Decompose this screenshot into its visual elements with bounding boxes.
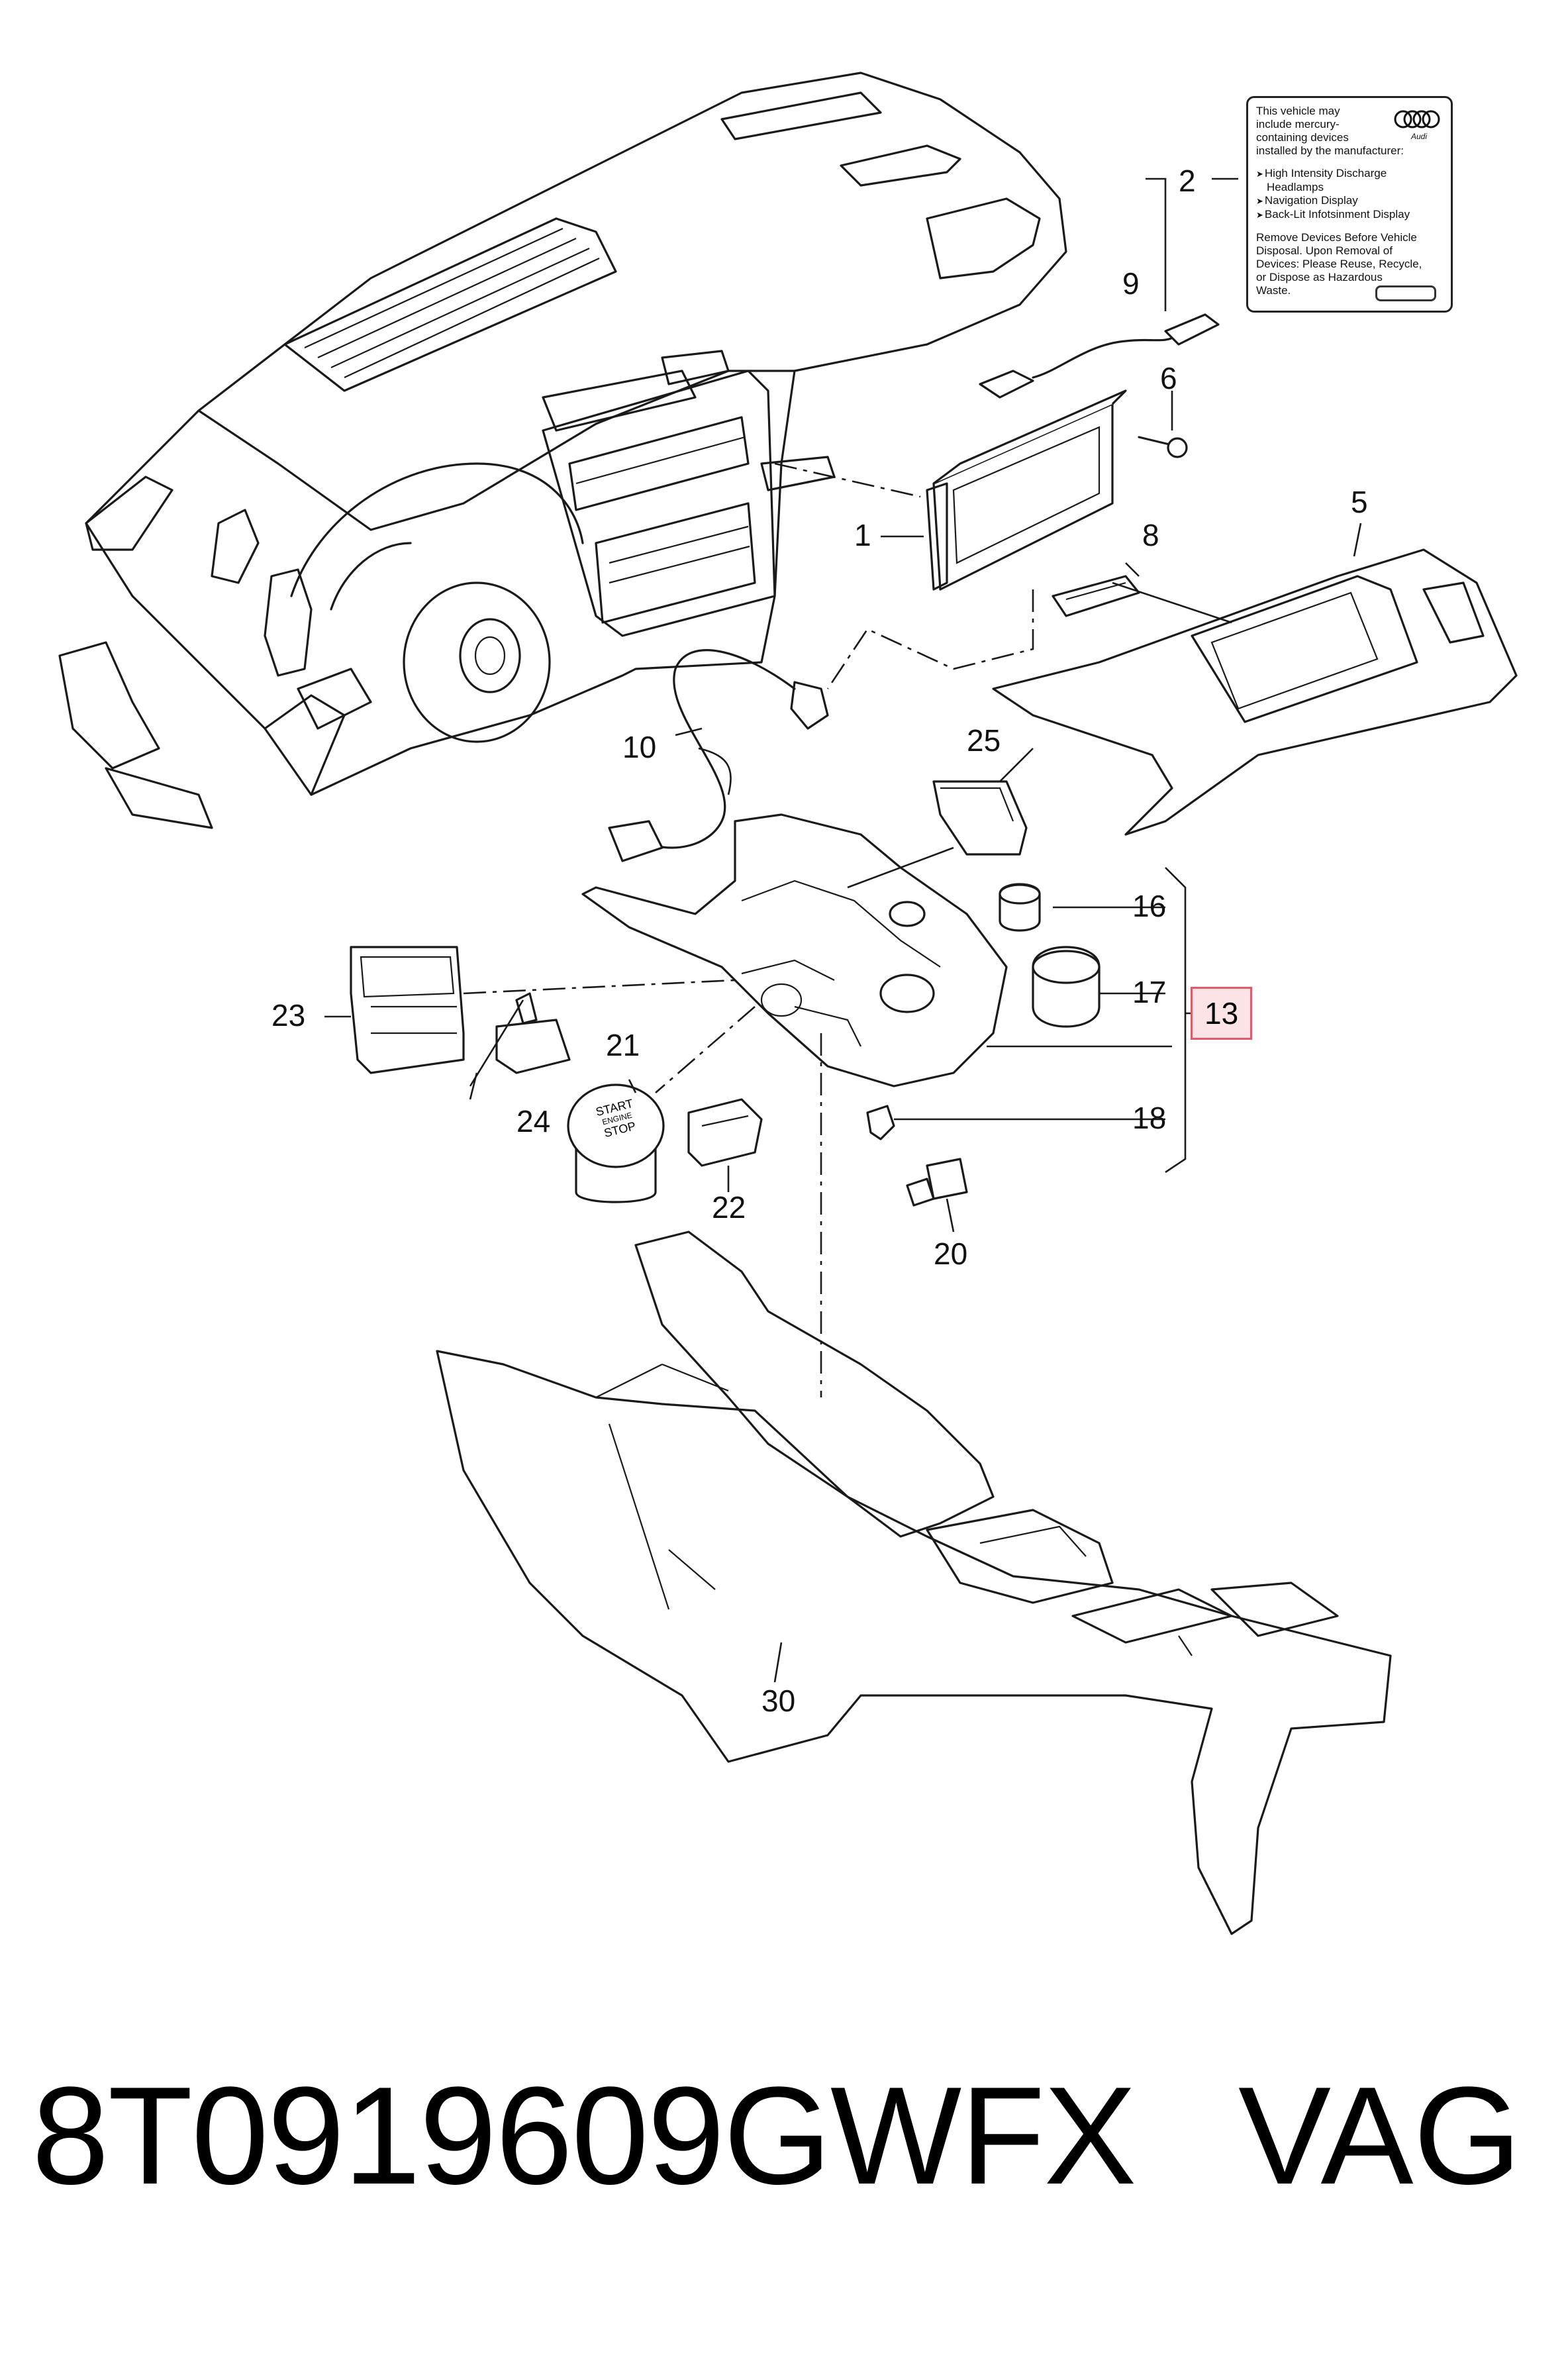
part-20-connector <box>906 1158 968 1207</box>
callout-2: 2 <box>1179 164 1196 198</box>
callout-23: 23 <box>271 998 306 1032</box>
callout-21: 21 <box>606 1028 640 1062</box>
label-note-4: or Dispose as Hazardous <box>1256 271 1383 283</box>
callout-10: 10 <box>622 730 657 764</box>
label-line-4: installed by the manufacturer: <box>1256 144 1404 157</box>
label-note-5: Waste. <box>1256 284 1291 297</box>
dashboard-drawing <box>58 72 1067 829</box>
label-note-2: Disposal. Upon Removal of <box>1256 244 1393 257</box>
part-18-clip <box>866 1105 895 1140</box>
label-line-3: containing devices <box>1256 131 1349 144</box>
part-17-knob <box>1032 946 1101 1028</box>
callout-13-highlighted: 13 <box>1191 987 1253 1040</box>
callout-6: 6 <box>1160 361 1177 395</box>
label-line-2: include mercury- <box>1256 118 1340 130</box>
leader-lines <box>324 177 1362 1683</box>
callout-30: 30 <box>761 1684 796 1718</box>
label-bullet-2: Navigation Display <box>1256 194 1443 208</box>
label-bullet-3-text: Back-Lit Infotsinment Display <box>1264 208 1410 221</box>
audi-small-text: Audi <box>1410 132 1427 141</box>
part-30-center-console <box>436 1231 1392 1935</box>
part-10-cable <box>608 649 829 862</box>
callout-25: 25 <box>967 723 1001 758</box>
part-8-connector <box>1052 575 1140 617</box>
callout-16: 16 <box>1132 889 1167 923</box>
part-25-tray <box>932 780 1028 856</box>
label-bullet-3: Back-Lit Infotsinment Display <box>1256 208 1443 222</box>
callout-5: 5 <box>1351 485 1368 519</box>
label-note-1: Remove Devices Before Vehicle <box>1256 231 1417 244</box>
part-2-warning-label: Audi This vehicle may include mercury- c… <box>1246 96 1453 313</box>
label-pill-shape <box>1375 285 1436 301</box>
part-5-trim-panel <box>992 548 1518 836</box>
part-23-switch-module <box>350 946 465 1074</box>
callout-18: 18 <box>1132 1101 1167 1135</box>
part-1-display-unit <box>926 389 1127 591</box>
callout-22: 22 <box>712 1190 746 1225</box>
callout-1: 1 <box>854 518 871 552</box>
label-bullet-1: High Intensity Discharge <box>1256 167 1443 181</box>
audi-rings-logo <box>1394 110 1440 128</box>
label-bullet-2-text: Navigation Display <box>1264 194 1358 207</box>
part-22-connector <box>687 1098 763 1167</box>
part-16-knob <box>999 883 1041 932</box>
callout-20: 20 <box>934 1236 968 1271</box>
part-24-connector <box>495 992 571 1074</box>
callout-9: 9 <box>1122 266 1140 301</box>
label-line-1: This vehicle may <box>1256 105 1340 117</box>
brand-name: VAG <box>1238 2058 1522 2213</box>
part-13-control-panel <box>581 813 1008 1087</box>
part-9-cable <box>979 313 1220 399</box>
part-number: 8T0919609GWFX <box>32 2058 1137 2213</box>
label-note-3: Devices: Please Reuse, Recycle, <box>1256 258 1422 270</box>
part-21-start-button <box>567 1083 665 1203</box>
callout-24: 24 <box>516 1104 551 1138</box>
callout-17: 17 <box>1132 975 1167 1009</box>
label-bullet-1-cont: Headlamps <box>1267 181 1324 193</box>
label-bullet-1-text: High Intensity Discharge <box>1264 167 1387 179</box>
part-6-screw <box>1138 436 1188 458</box>
callout-8: 8 <box>1142 518 1159 552</box>
